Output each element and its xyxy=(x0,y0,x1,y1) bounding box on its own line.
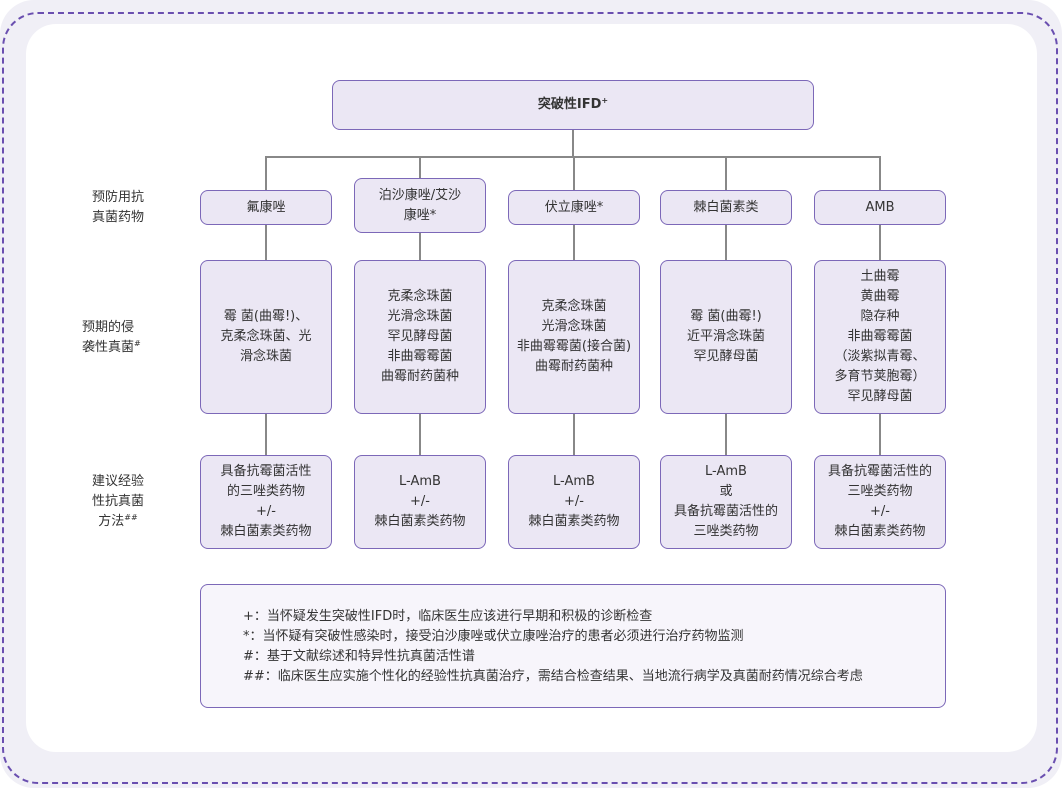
prophylaxis-drug-box-line: 康唑* xyxy=(403,207,437,223)
expected-fungi-box-line: 多育节荚胞霉） xyxy=(834,369,926,384)
expected-fungi-box-line: 光滑念珠菌 xyxy=(387,309,453,324)
prophylaxis-drug-box: AMB xyxy=(814,190,946,225)
expected-fungi-box-line: 非曲霉霉菌 xyxy=(387,349,453,364)
prophylaxis-drug-box-line: 伏立康唑* xyxy=(544,199,604,215)
recommended-therapy-box-line: +/- xyxy=(410,494,430,509)
connector-vertical xyxy=(265,225,267,260)
expected-fungi-box-line: 克柔念珠菌、光 xyxy=(220,329,312,344)
prophylaxis-drug-box-line: 氟康唑 xyxy=(246,199,286,215)
row-label-line: 建议经验 xyxy=(91,474,144,489)
expected-fungi-box-line: 非曲霉霉菌 xyxy=(847,329,913,344)
expected-fungi-box-line: 罕见酵母菌 xyxy=(693,349,759,364)
expected-fungi-box-line: 隐存种 xyxy=(860,309,900,324)
prophylaxis-drug-box: 泊沙康唑/艾沙康唑* xyxy=(354,178,486,233)
root-node: 突破性IFD+ xyxy=(332,80,814,130)
row-label-line: 预防用抗 xyxy=(91,190,144,205)
row-label-line: 方法 xyxy=(98,514,125,529)
connector-vertical xyxy=(725,414,727,455)
connector-vertical xyxy=(879,225,881,260)
recommended-therapy-box-line: 具备抗霉菌活性的 xyxy=(827,464,932,479)
recommended-therapy-box-line: 三唑类药物 xyxy=(693,524,759,539)
connector-vertical xyxy=(265,414,267,455)
root-node-superscript: + xyxy=(601,96,609,105)
prophylaxis-drug-box: 棘白菌素类 xyxy=(660,190,792,225)
recommended-therapy-box-line: 棘白菌素类药物 xyxy=(220,524,312,539)
connector-bar-to-prophylaxis xyxy=(573,157,575,190)
expected-fungi-box-line: 霉 菌(曲霉!)、 xyxy=(223,309,309,324)
recommended-therapy-box-line: 棘白菌素类药物 xyxy=(834,524,926,539)
connector-vertical xyxy=(725,225,727,260)
expected-fungi-box-line: 光滑念珠菌 xyxy=(541,319,607,334)
expected-fungi-box-line: 滑念珠菌 xyxy=(239,349,292,364)
connector-vertical xyxy=(419,414,421,455)
expected-fungi-box-line: 曲霉耐药菌种 xyxy=(534,359,613,374)
expected-fungi-box-line: 曲霉耐药菌种 xyxy=(380,369,459,384)
expected-fungi-box-line: 非曲霉霉菌(接合菌) xyxy=(516,339,632,354)
connector-vertical xyxy=(879,414,881,455)
footnote-plus: +：当怀疑发生突破性IFD时，临床医生应该进行早期和积极的诊断检查 xyxy=(243,609,653,624)
row-label-prophylaxis: 预防用抗 真菌药物 xyxy=(82,188,154,228)
expected-fungi-box: 霉 菌(曲霉!) 近平滑念珠菌罕见酵母菌 xyxy=(660,260,792,414)
recommended-therapy-box-line: 三唑类药物 xyxy=(847,484,913,499)
prophylaxis-drug-box: 氟康唑 xyxy=(200,190,332,225)
recommended-therapy-box: 具备抗霉菌活性的三唑类药物 +/- 棘白菌素类药物 xyxy=(200,455,332,549)
expected-fungi-box-line: 土曲霉 xyxy=(860,269,900,284)
expected-fungi-box: 克柔念珠菌光滑念珠菌罕见酵母菌非曲霉霉菌曲霉耐药菌种 xyxy=(354,260,486,414)
expected-fungi-box-line: 近平滑念珠菌 xyxy=(686,329,765,344)
connector-vertical xyxy=(419,233,421,260)
recommended-therapy-box-line: 具备抗霉菌活性的 xyxy=(673,504,778,519)
footnotes-box: +：当怀疑发生突破性IFD时，临床医生应该进行早期和积极的诊断检查 *：当怀疑有… xyxy=(200,584,946,708)
expected-fungi-box: 克柔念珠菌光滑念珠菌非曲霉霉菌(接合菌) 曲霉耐药菌种 xyxy=(508,260,640,414)
recommended-therapy-box-line: +/- xyxy=(564,494,584,509)
expected-fungi-box-line: 克柔念珠菌 xyxy=(387,289,453,304)
recommended-therapy-box-line: 的三唑类药物 xyxy=(226,484,305,499)
connector-bar-to-prophylaxis xyxy=(725,157,727,190)
connector-vertical xyxy=(573,225,575,260)
row-label-line: 预期的侵 xyxy=(82,320,135,335)
footnote-hash: #：基于文献综述和特异性抗真菌活性谱 xyxy=(243,649,475,664)
footnote-asterisk: *：当怀疑有突破性感染时，接受泊沙康唑或伏立康唑治疗的患者必须进行治疗药物监测 xyxy=(243,629,744,644)
connector-bar-to-prophylaxis xyxy=(265,157,267,190)
connector-vertical xyxy=(573,414,575,455)
dashed-border xyxy=(2,12,1058,784)
recommended-therapy-box-line: L-AmB xyxy=(399,474,441,489)
recommended-therapy-box: L-AmB 或具备抗霉菌活性的三唑类药物 xyxy=(660,455,792,549)
expected-fungi-box-line: 罕见酵母菌 xyxy=(847,389,913,404)
recommended-therapy-box-line: 棘白菌素类药物 xyxy=(528,514,620,529)
row-label-line: 真菌药物 xyxy=(91,210,144,225)
row-label-expected-fungi: 预期的侵 袭性真菌# xyxy=(82,318,162,358)
row-label-superscript: # xyxy=(134,339,141,348)
connector-bar-to-prophylaxis xyxy=(879,157,881,190)
recommended-therapy-box-line: 棘白菌素类药物 xyxy=(374,514,466,529)
prophylaxis-drug-box-line: 泊沙康唑/艾沙 xyxy=(378,187,462,203)
recommended-therapy-box-line: 具备抗霉菌活性 xyxy=(220,464,312,479)
root-node-label: 突破性IFD xyxy=(537,97,602,112)
recommended-therapy-box-line: +/- xyxy=(256,504,276,519)
row-label-line: 性抗真菌 xyxy=(91,494,144,509)
recommended-therapy-box-line: +/- xyxy=(870,504,890,519)
footnote-double-hash: ##：临床医生应实施个性化的经验性抗真菌治疗，需结合检查结果、当地流行病学及真菌… xyxy=(243,669,863,684)
row-label-recommended-approach: 建议经验 性抗真菌 方法## xyxy=(82,472,154,532)
prophylaxis-drug-box: 伏立康唑* xyxy=(508,190,640,225)
recommended-therapy-box-line: 或 xyxy=(719,484,733,499)
prophylaxis-drug-box-line: 棘白菌素类 xyxy=(693,199,759,215)
connector-root-down xyxy=(572,130,574,158)
expected-fungi-box: 霉 菌(曲霉!)、克柔念珠菌、光滑念珠菌 xyxy=(200,260,332,414)
expected-fungi-box-line: 克柔念珠菌 xyxy=(541,299,607,314)
expected-fungi-box-line: （淡紫拟青霉、 xyxy=(834,349,926,364)
expected-fungi-box-line: 黄曲霉 xyxy=(860,289,900,304)
row-label-superscript: ## xyxy=(124,513,138,522)
row-label-line: 袭性真菌 xyxy=(82,340,135,355)
recommended-therapy-box: 具备抗霉菌活性的三唑类药物 +/- 棘白菌素类药物 xyxy=(814,455,946,549)
expected-fungi-box: 土曲霉黄曲霉隐存种非曲霉霉菌 （淡紫拟青霉、多育节荚胞霉） 罕见酵母菌 xyxy=(814,260,946,414)
recommended-therapy-box-line: L-AmB xyxy=(705,464,747,479)
expected-fungi-box-line: 霉 菌(曲霉!) xyxy=(690,309,762,324)
prophylaxis-drug-box-line: AMB xyxy=(865,199,895,215)
recommended-therapy-box-line: L-AmB xyxy=(553,474,595,489)
recommended-therapy-box: L-AmB +/- 棘白菌素类药物 xyxy=(508,455,640,549)
recommended-therapy-box: L-AmB +/- 棘白菌素类药物 xyxy=(354,455,486,549)
expected-fungi-box-line: 罕见酵母菌 xyxy=(387,329,453,344)
connector-bar-to-prophylaxis xyxy=(419,157,421,178)
